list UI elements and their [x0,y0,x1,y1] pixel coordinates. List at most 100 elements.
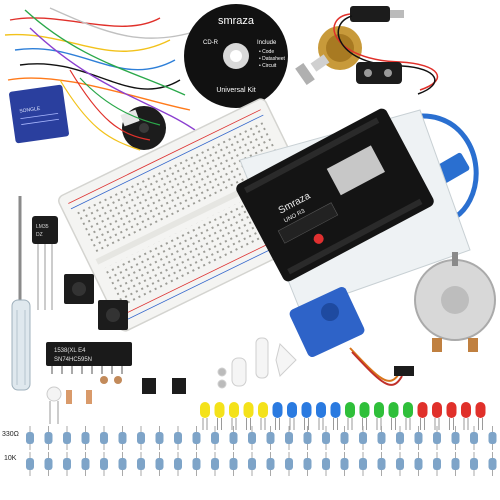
led [243,402,254,430]
resistor [340,452,349,476]
resistor [137,452,145,476]
resistor [414,452,423,476]
led [432,402,442,430]
resistor-label-330: 330Ω [2,431,19,438]
resistor [396,452,404,476]
led [287,402,297,430]
resistor [451,452,460,476]
resistor [322,426,330,450]
resistor [248,452,256,476]
led [229,402,239,430]
led [446,402,457,430]
resistor [266,452,275,476]
resistor [229,426,238,450]
resistor-label-10k: 10K [4,455,17,462]
jumper-wires-lower [59,69,161,151]
svg-text:SONGLE: SONGLE [19,106,41,115]
uno-board: Smraza UNO R3 [236,108,434,282]
resistor [211,452,219,476]
temperature-sensor: LM35 DZ [32,216,58,310]
resistor [303,426,312,450]
resistor [81,426,90,450]
resistor [174,426,182,450]
led [258,402,268,430]
resistor [192,426,201,450]
resistor [118,452,127,476]
resistor [359,452,367,476]
resistor [192,452,201,476]
resistor [470,452,478,476]
led [403,402,413,430]
resistor [488,426,497,450]
resistor [174,452,182,476]
resistor [285,452,293,476]
led [461,402,471,430]
resistor-row-330 [26,426,497,450]
cd-kit-name: Universal Kit [216,87,255,94]
dc-motor [414,252,496,352]
led [417,402,428,430]
cd-format: CD-R [203,40,219,46]
led [272,402,283,430]
resistor [470,426,478,450]
resistor-row-10k [26,452,497,476]
resistor [488,452,497,476]
potentiometer [295,26,362,86]
resistor [137,426,145,450]
resistor [100,452,108,476]
jumper-wires [4,7,201,131]
resistor [414,426,423,450]
resistor [44,452,53,476]
resistor [155,426,164,450]
battery-clip [356,62,402,84]
resistor [266,426,275,450]
cd-include-item: • Circuit [259,63,277,69]
ic-label-line1: 1538(XL E4 [54,348,86,354]
relay-module: SONGLE [9,84,69,144]
led-row [200,402,486,430]
led [200,402,210,430]
resistor [118,426,127,450]
shift-register-ic: 1538(XL E4 SN74HC595N [46,342,132,374]
led [374,402,384,430]
resistor [340,426,349,450]
sensor-label-2: DZ [36,232,43,238]
resistor [63,426,71,450]
screwdriver [11,196,31,391]
resistor [451,426,460,450]
resistor [155,452,164,476]
small-components [46,376,186,424]
resistor [433,452,441,476]
resistor [26,452,34,476]
resistor [396,426,404,450]
resistor [322,452,330,476]
led [359,402,370,430]
servo-horns [217,337,297,389]
led [316,402,326,430]
servo-motor [289,286,414,386]
led [345,402,355,430]
push-buttons [64,274,128,330]
resistor [211,426,219,450]
buzzer [120,106,166,150]
led [330,402,341,430]
led [388,402,399,430]
resistor [44,426,53,450]
resistor [303,452,312,476]
cd-include-item: • Datasheet [259,56,286,62]
resistor [26,426,34,450]
sensor-label: LM35 [36,224,49,230]
resistor [433,426,441,450]
resistor [229,452,238,476]
software-cd: smraza CD-R Include • Code • Datasheet •… [184,4,288,108]
cd-brand: smraza [218,15,255,27]
led [214,402,225,430]
resistor [377,452,386,476]
cd-include-item: • Code [259,49,274,55]
resistor [377,426,386,450]
resistor [248,426,256,450]
ic-label-line2: SN74HC595N [54,357,92,363]
led [301,402,312,430]
cd-include-title: Include [257,40,277,46]
